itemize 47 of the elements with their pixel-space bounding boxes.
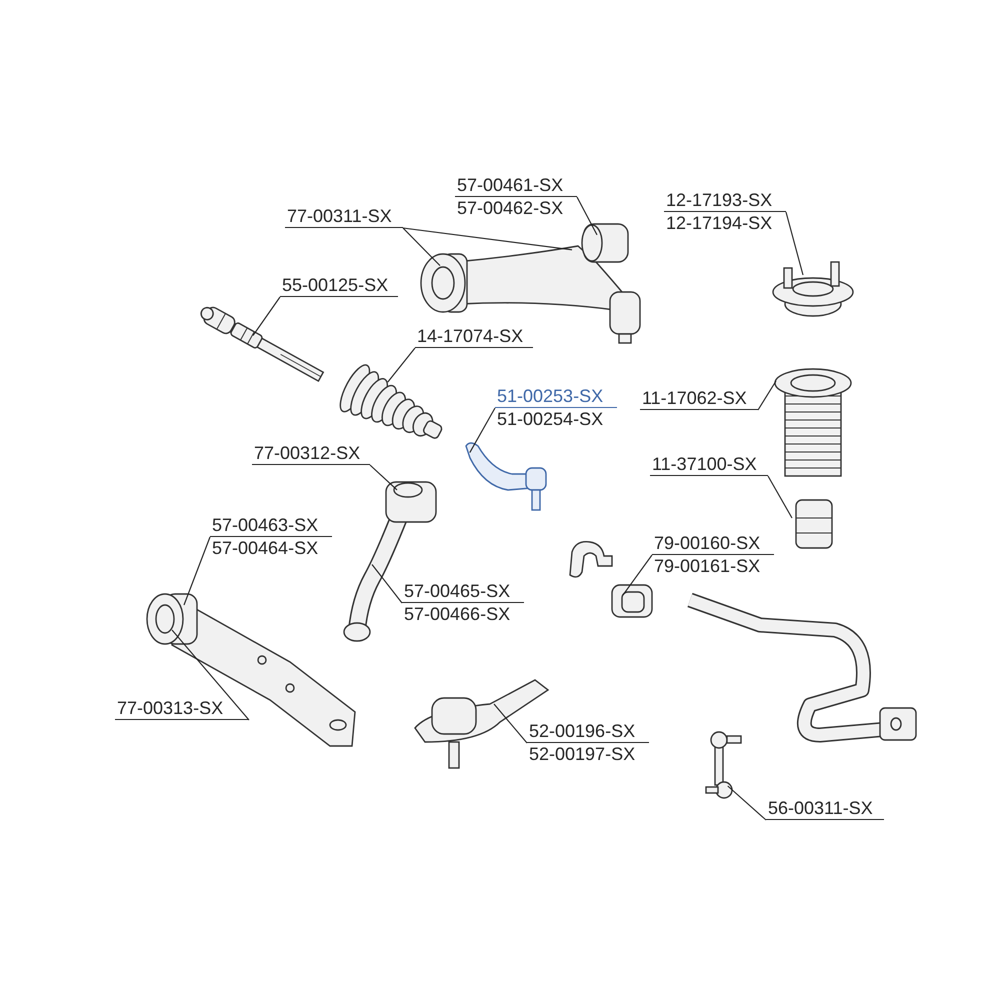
leader-line (768, 476, 792, 518)
part-number: 57-00464-SX (211, 537, 320, 559)
leader-line (785, 212, 804, 276)
bump-stop-drawing (795, 499, 833, 549)
part-number: 77-00311-SX (286, 205, 393, 227)
leader-line (758, 380, 776, 410)
part-number: 57-00462-SX (456, 197, 564, 219)
part-number: 52-00197-SX (528, 743, 636, 765)
leader-line (622, 554, 652, 596)
part-number: 12-17193-SX (665, 189, 774, 211)
part-number: 77-00313-SX (116, 697, 224, 719)
part-number: 52-00196-SX (528, 720, 636, 742)
leader-line (727, 786, 766, 820)
part-number: 77-00312-SX (253, 442, 362, 464)
part-number: 57-00465-SX (403, 580, 512, 602)
part-number: 51-00253-SX (496, 385, 604, 407)
leader-line (494, 704, 528, 744)
leader-line (172, 630, 250, 720)
strut-mount-drawing (772, 261, 854, 317)
leader-line (372, 564, 402, 604)
leader-line (370, 464, 398, 490)
leader-line (469, 408, 496, 453)
leader-line (402, 227, 572, 250)
part-number: 56-00311-SX (767, 797, 874, 819)
part-number: 51-00254-SX (496, 408, 604, 430)
steering-boot-drawing (340, 364, 444, 440)
stabilizer-link-drawing (705, 731, 742, 799)
tie-rod-end-drawing (465, 442, 547, 511)
part-number: 14-17074-SX (416, 325, 524, 347)
part-number: 79-00160-SX (653, 532, 762, 554)
part-number: 11-37100-SX (651, 453, 758, 475)
leader-line (402, 228, 440, 266)
upper-control-arm-drawing (420, 223, 641, 344)
part-number: 57-00466-SX (403, 603, 512, 625)
part-number: 12-17194-SX (665, 212, 774, 234)
tie-rod-drawing (200, 304, 324, 382)
part-number: 55-00125-SX (281, 274, 390, 296)
dust-boot-drawing (774, 368, 852, 477)
part-number: 11-17062-SX (641, 387, 748, 409)
leader-line (387, 348, 416, 382)
leader-line (252, 296, 280, 336)
leader-line (576, 196, 598, 236)
part-number: 57-00461-SX (456, 174, 564, 196)
leader-line (183, 536, 211, 606)
part-number: 79-00161-SX (653, 555, 762, 577)
stabilizer-bushing-drawing (611, 584, 653, 618)
part-number: 57-00463-SX (211, 514, 320, 536)
